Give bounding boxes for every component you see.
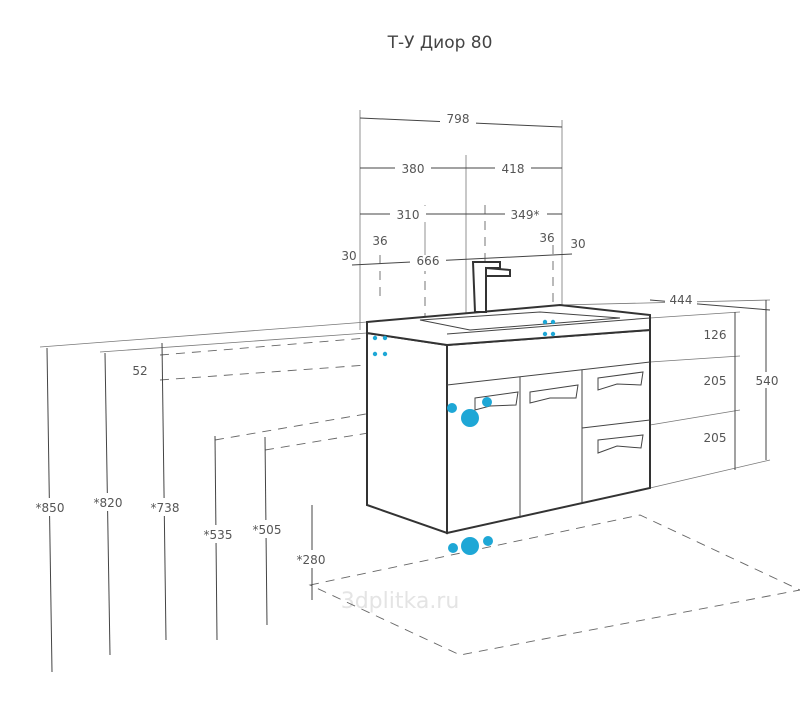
dim-666: 666 bbox=[417, 254, 440, 268]
drawing-title: Т-У Диор 80 bbox=[387, 33, 493, 53]
dim-850: *850 bbox=[36, 501, 65, 515]
dim-798: 798 bbox=[447, 112, 470, 126]
dim-126: 126 bbox=[704, 328, 727, 342]
dim-535: *535 bbox=[204, 528, 233, 542]
dim-505: *505 bbox=[253, 523, 282, 537]
dim-36-left: 36 bbox=[372, 234, 387, 248]
dim-205-top: 205 bbox=[704, 374, 727, 388]
dim-738: *738 bbox=[151, 501, 180, 515]
vanity-cabinet bbox=[366, 261, 651, 535]
dim-820: *820 bbox=[94, 496, 123, 510]
dim-30-left: 30 bbox=[341, 249, 356, 263]
connection-markers bbox=[372, 319, 556, 555]
dim-205-bottom: 205 bbox=[704, 431, 727, 445]
dim-444: 444 bbox=[670, 293, 693, 307]
watermark: 3dplitka.ru bbox=[341, 589, 460, 614]
dim-30-right: 30 bbox=[570, 237, 585, 251]
dim-36-right: 36 bbox=[539, 231, 554, 245]
dim-280: *280 bbox=[297, 553, 326, 567]
dim-52: 52 bbox=[132, 364, 147, 378]
dim-418: 418 bbox=[502, 162, 525, 176]
dim-349: 349* bbox=[511, 208, 540, 222]
dim-310: 310 bbox=[397, 208, 420, 222]
dim-540: 540 bbox=[756, 374, 779, 388]
dim-380: 380 bbox=[402, 162, 425, 176]
